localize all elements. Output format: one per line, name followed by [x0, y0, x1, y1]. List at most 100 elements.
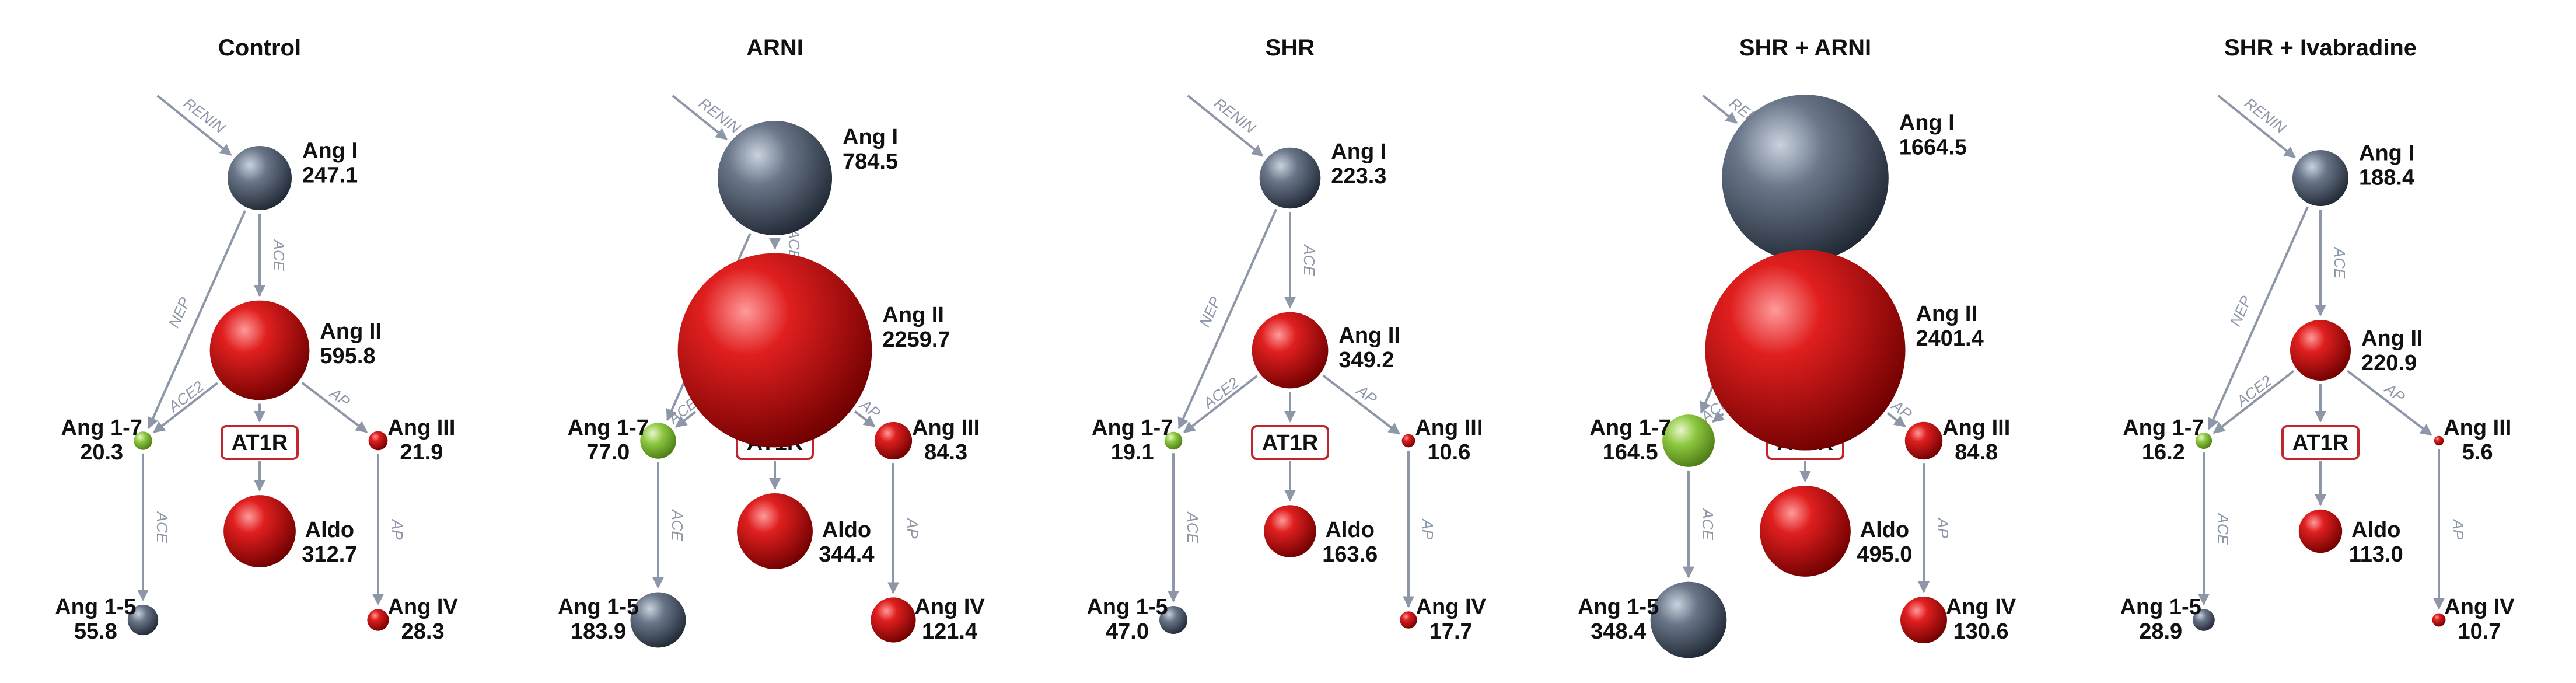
- at1r-label: AT1R: [2292, 431, 2348, 455]
- at1r-box: [221, 425, 299, 460]
- ace-label-2: ACE: [153, 511, 171, 543]
- node-ang2: [2290, 319, 2351, 381]
- node-ang17: [134, 431, 152, 450]
- node-ang3: [1401, 434, 1415, 448]
- label-ang4: Ang IV: [387, 595, 458, 619]
- label-ang3: Ang III: [2444, 416, 2511, 440]
- value-ang3: 10.6: [1427, 440, 1470, 465]
- label-ang17: Ang 1-7: [568, 416, 649, 440]
- node-ang3: [874, 421, 913, 460]
- value-aldo: 495.0: [1857, 542, 1912, 567]
- value-ang4: 121.4: [922, 619, 977, 644]
- label-ang4: Ang IV: [2444, 595, 2515, 619]
- node-ang2: [1252, 312, 1329, 389]
- nep-label: NEP: [2227, 293, 2255, 329]
- label-ang1: Ang I: [302, 139, 358, 163]
- label-ang4: Ang IV: [1416, 595, 1487, 619]
- ace2-arrow: [2213, 370, 2295, 434]
- label-aldo: Aldo: [305, 518, 354, 542]
- label-ang17: Ang 1-7: [1589, 416, 1670, 440]
- label-ang2: Ang II: [882, 303, 944, 327]
- value-ang2: 2259.7: [882, 327, 950, 352]
- nep-arrow: [1177, 208, 1278, 430]
- value-ang4: 130.6: [1953, 619, 2008, 644]
- label-aldo: Aldo: [822, 518, 871, 542]
- ap-arrow-1: [301, 381, 368, 433]
- renin-arrow: [2217, 95, 2296, 159]
- value-ang1: 188.4: [2359, 166, 2414, 190]
- node-ang2: [1705, 250, 1906, 451]
- label-ang17: Ang 1-7: [61, 416, 142, 440]
- value-ang17: 19.1: [1111, 440, 1154, 465]
- node-ang15: [2193, 609, 2215, 631]
- ap-label-1: AP: [1352, 381, 1380, 408]
- node-ang17: [640, 423, 676, 459]
- node-aldo: [1264, 505, 1316, 557]
- label-ang1: Ang I: [843, 125, 898, 149]
- panel-1: ARNIRENINACENEPACE2APAT1RACEAPAng I784.5…: [558, 35, 985, 648]
- node-ang4: [2432, 613, 2446, 627]
- label-ang4: Ang IV: [1946, 595, 2016, 619]
- node-ang2: [677, 253, 872, 448]
- node-ang15: [127, 604, 159, 636]
- label-ang2: Ang II: [1338, 323, 1400, 348]
- label-ang17: Ang 1-7: [1092, 416, 1173, 440]
- value-ang1: 1664.5: [1899, 135, 1967, 159]
- panel-title: ARNI: [746, 35, 803, 61]
- ace-label-2: ACE: [1184, 511, 1201, 543]
- node-ang1: [1722, 95, 1889, 262]
- at1r-box: [1251, 425, 1329, 460]
- label-aldo: Aldo: [1326, 518, 1375, 542]
- node-ang3: [1904, 421, 1943, 460]
- renin-label: RENIN: [695, 94, 744, 137]
- node-ang17: [1164, 431, 1183, 450]
- value-ang1: 223.3: [1331, 164, 1386, 189]
- value-ang15: 28.9: [2139, 619, 2182, 644]
- label-ang2: Ang II: [320, 319, 382, 344]
- node-ang4: [871, 597, 916, 643]
- value-aldo: 344.4: [819, 542, 874, 567]
- panel-title: SHR + ARNI: [1739, 35, 1871, 61]
- ace-label-1: ACE: [270, 239, 288, 271]
- node-ang3: [2434, 435, 2444, 446]
- node-aldo: [737, 493, 813, 569]
- node-ang1: [1259, 147, 1321, 209]
- label-ang15: Ang 1-5: [558, 595, 639, 619]
- ace-label-1: ACE: [2331, 246, 2348, 279]
- ap-arrow-1: [1322, 374, 1401, 435]
- node-ang4: [1900, 597, 1947, 643]
- label-ang4: Ang IV: [914, 595, 985, 619]
- label-ang15: Ang 1-5: [1086, 595, 1168, 619]
- panel-3: SHR + ARNIRENINACENEPACE2APAT1RACEAPAng …: [1578, 35, 2016, 658]
- ap-label-1: AP: [2381, 379, 2409, 406]
- ap-label-2: AP: [1934, 517, 1952, 538]
- value-ang3: 84.3: [924, 440, 967, 465]
- panel-title: SHR: [1266, 35, 1315, 61]
- value-ang17: 164.5: [1603, 440, 1658, 465]
- label-ang15: Ang 1-5: [1578, 595, 1659, 619]
- node-ang2: [209, 300, 310, 400]
- value-ang1: 784.5: [843, 149, 898, 174]
- value-ang17: 77.0: [586, 440, 630, 465]
- panel-title: SHR + Ivabradine: [2224, 35, 2417, 61]
- at1r-label: AT1R: [1262, 431, 1318, 455]
- value-ang15: 183.9: [571, 619, 626, 644]
- node-ang1: [227, 145, 292, 211]
- node-ang1: [2292, 149, 2349, 207]
- node-ang4: [367, 609, 389, 631]
- ace2-arrow: [1712, 410, 1725, 423]
- node-ang17: [1662, 414, 1715, 467]
- label-ang3: Ang III: [1942, 416, 2010, 440]
- value-ang15: 55.8: [74, 619, 117, 644]
- renin-label: RENIN: [2241, 94, 2290, 137]
- label-ang1: Ang I: [1331, 140, 1386, 164]
- label-ang3: Ang III: [387, 416, 455, 440]
- nep-label: NEP: [165, 294, 194, 330]
- value-ang2: 349.2: [1338, 348, 1394, 372]
- label-ang2: Ang II: [2361, 326, 2423, 351]
- node-ang15: [1650, 581, 1727, 658]
- value-aldo: 312.7: [302, 542, 357, 567]
- label-ang3: Ang III: [1415, 416, 1483, 440]
